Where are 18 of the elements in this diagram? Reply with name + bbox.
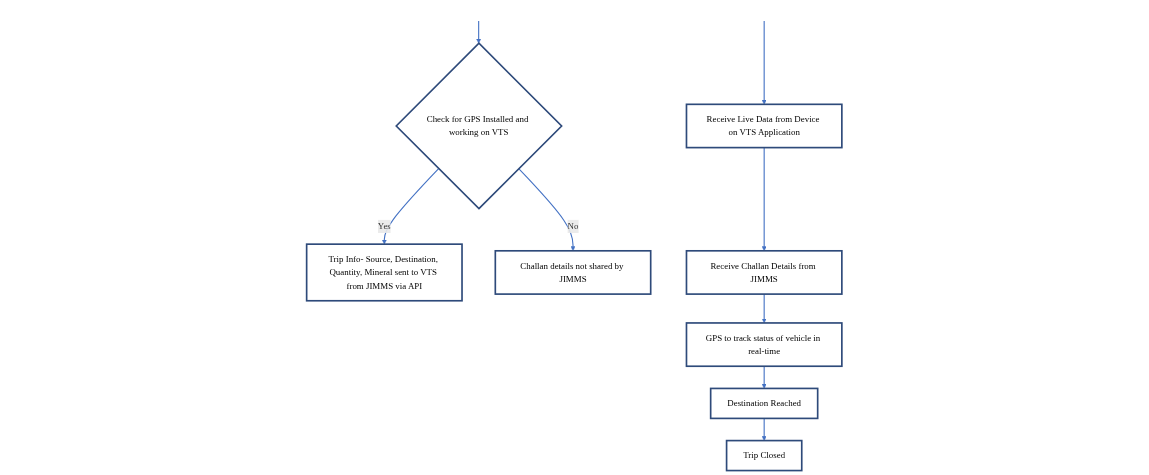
node-diamond: Check for GPS Installed and working on VTS [395, 42, 564, 210]
arrow [762, 365, 767, 389]
node-box: Challan details not shared by JIMMS [494, 250, 652, 295]
node-box: GPS to track status of vehicle in real-time [685, 322, 843, 368]
arrow [762, 293, 767, 324]
arrow [762, 20, 767, 105]
node-box: Trip Closed [726, 439, 803, 472]
edge-label: No [567, 221, 579, 231]
arrow [762, 147, 767, 252]
arrow [762, 417, 767, 441]
arrow [382, 168, 440, 245]
node-box: Trip Info- Source, Destination, Quantity, Mineral sent to VTS from JIMMS via API [306, 243, 464, 302]
node-box: Receive Live Data from Device on VTS Application [685, 103, 843, 149]
arrow [518, 168, 576, 252]
node-box: Receive Challan Details from JIMMS [685, 250, 843, 295]
edge-label: Yes [378, 221, 392, 231]
node-box: Destination Reached [710, 387, 819, 420]
arrow [476, 20, 482, 44]
